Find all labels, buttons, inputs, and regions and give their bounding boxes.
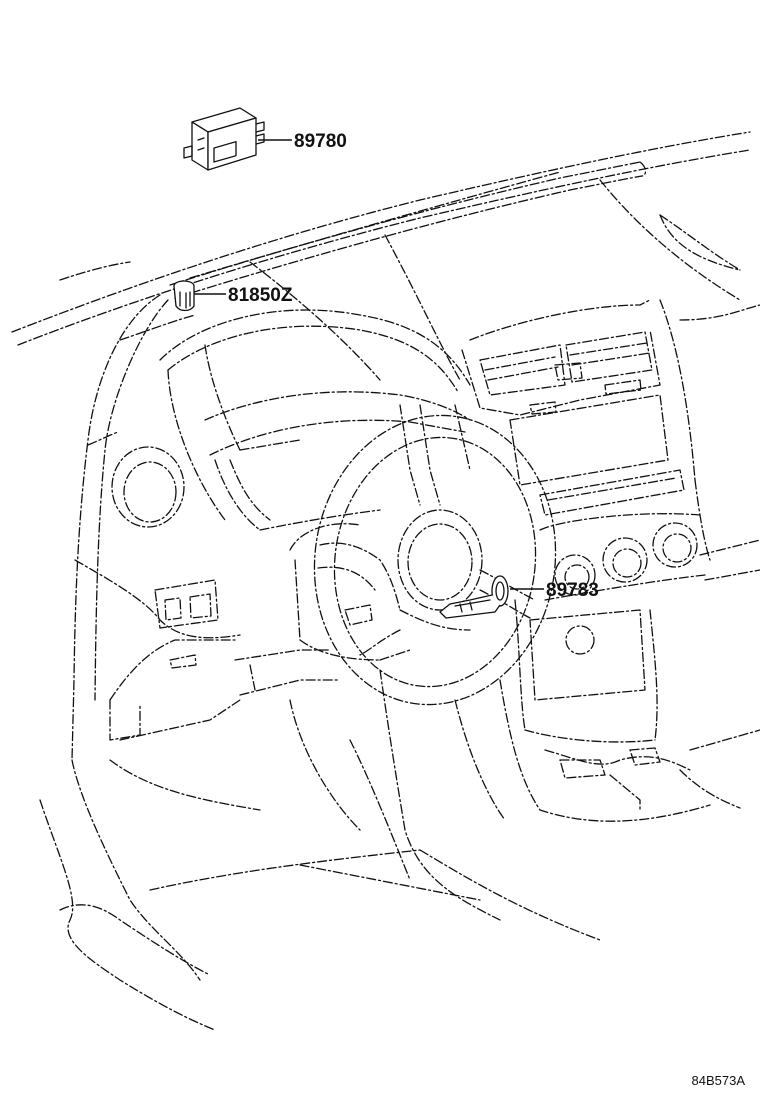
steering-wheel bbox=[289, 414, 557, 706]
part-89783-coil bbox=[439, 575, 509, 619]
callout-89780[interactable]: 89780 bbox=[294, 131, 347, 152]
leader-lines bbox=[194, 139, 544, 590]
part-89780-module bbox=[183, 107, 265, 171]
callout-89783[interactable]: 89783 bbox=[546, 580, 599, 601]
part-81850z-sensor bbox=[173, 280, 195, 312]
figure-code: 84B573A bbox=[692, 1073, 746, 1088]
callout-81850z[interactable]: 81850Z bbox=[228, 285, 293, 306]
dashboard-outline bbox=[11, 131, 760, 1031]
